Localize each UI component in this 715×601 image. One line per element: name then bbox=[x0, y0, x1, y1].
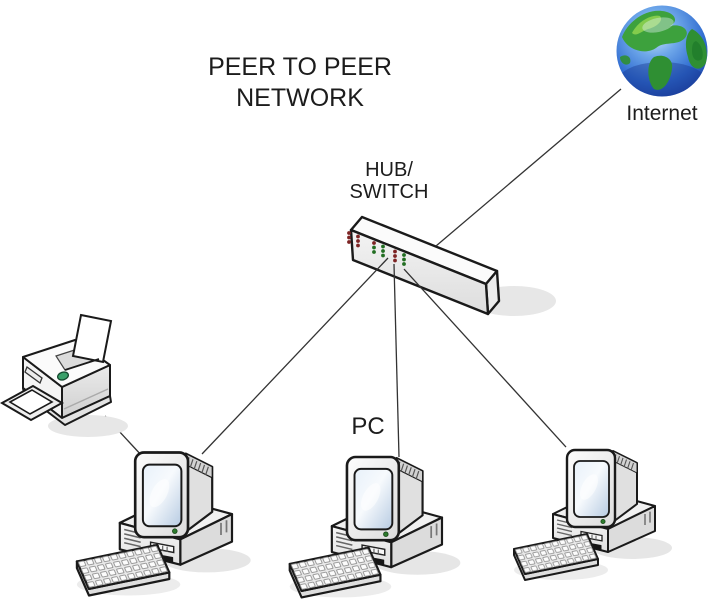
connection-hub-pc-center bbox=[393, 263, 400, 458]
connection-hub-pc-right bbox=[403, 268, 567, 448]
pc-label: PC bbox=[351, 413, 385, 440]
internet-label: Internet bbox=[626, 102, 698, 125]
pc-center-device bbox=[288, 455, 462, 599]
connection-hub-internet bbox=[435, 88, 622, 247]
connection-lines bbox=[104, 88, 622, 458]
pc-right-device bbox=[512, 448, 674, 582]
diagram-title: PEER TO PEER NETWORK bbox=[208, 53, 392, 112]
printer-paper-sheet bbox=[71, 313, 113, 364]
hub-switch-device bbox=[347, 215, 556, 316]
pc-left-device bbox=[75, 451, 253, 597]
connection-hub-pc-left bbox=[201, 257, 389, 455]
printer-device bbox=[0, 313, 128, 437]
printer-power-button bbox=[56, 371, 70, 381]
hub-switch-label: HUB/ SWITCH bbox=[349, 159, 429, 203]
hub-led-lights bbox=[347, 231, 406, 266]
internet-globe-icon bbox=[616, 5, 708, 97]
printer-output-paper bbox=[8, 389, 54, 415]
